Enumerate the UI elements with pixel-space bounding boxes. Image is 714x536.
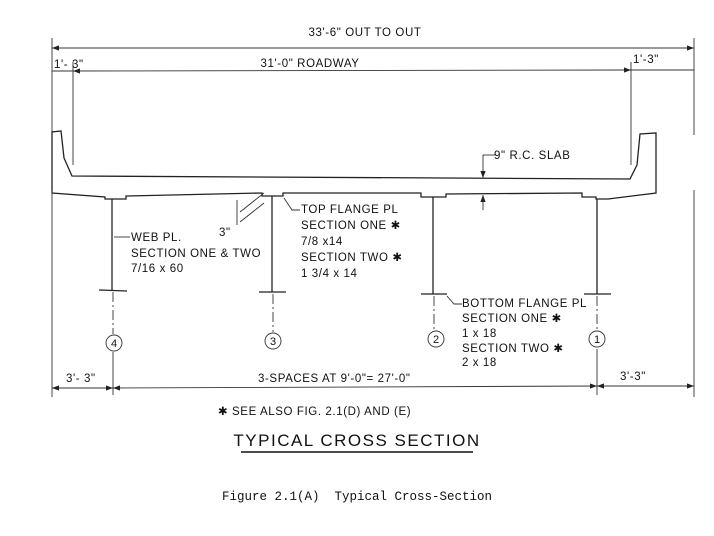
bottom-flange-note-line: SECTION ONE ✱ — [462, 313, 562, 325]
curb-right-label: 1'-3" — [633, 54, 659, 66]
top-flange-note-line: TOP FLANGE PL — [301, 204, 399, 216]
top-flange-note: TOP FLANGE PL SECTION ONE ✱ 7/8 x14 SECT… — [283, 197, 403, 280]
roadway-dimension: 31'-0" ROADWAY 1'- 3" 1'-3" — [52, 54, 694, 165]
spacing-label: 3-SPACES AT 9'-0"= 27'-0" — [258, 373, 411, 385]
deck-slab — [51, 130, 657, 200]
girder-marker-2 — [427, 330, 445, 348]
girder-marker-4 — [105, 334, 123, 352]
bottom-flange-note-line: 1 x 18 — [462, 328, 497, 340]
haunch-dimension: 3" — [219, 192, 265, 239]
girder-number-3: 3 — [270, 336, 276, 348]
girder-marker-3 — [264, 332, 282, 350]
girder-marker-1 — [588, 330, 606, 348]
drawing-title: TYPICAL CROSS SECTION — [233, 431, 480, 450]
bottom-flange-note-line: 2 x 18 — [462, 357, 497, 369]
top-flange-note-line: SECTION ONE ✱ — [301, 220, 401, 232]
overhang-right-label: 3'-3" — [620, 371, 646, 383]
curb-left-label: 1'- 3" — [54, 59, 84, 71]
bottom-flange-note: BOTTOM FLANGE PL SECTION ONE ✱ 1 x 18 SE… — [446, 295, 587, 369]
girder-3: 3 — [259, 196, 286, 350]
top-flange-note-line: 1 3/4 x 14 — [301, 268, 358, 280]
web-note-line: SECTION ONE & TWO — [131, 248, 261, 260]
girder-spacing-dimension: 3'- 3" 3-SPACES AT 9'-0"= 27'-0" 3'-3" — [51, 190, 695, 397]
girder-2: 2 — [421, 197, 447, 348]
top-flange-note-line: SECTION TWO ✱ — [301, 252, 403, 264]
slab-label: 9" R.C. SLAB — [494, 150, 570, 162]
out-to-out-dimension: 33'-6" OUT TO OUT — [51, 27, 695, 135]
web-note-line: 7/16 x 60 — [131, 263, 184, 275]
roadway-label: 31'-0" ROADWAY — [260, 58, 359, 70]
girder-number-1: 1 — [594, 334, 600, 346]
girder-number-4: 4 — [111, 338, 117, 350]
girder-1: 1 — [584, 199, 611, 395]
figure-caption: Figure 2.1(A) Typical Cross-Section — [222, 490, 492, 504]
out-to-out-label: 33'-6" OUT TO OUT — [309, 27, 422, 39]
overhang-left-label: 3'- 3" — [66, 373, 96, 385]
girder-4: 4 — [98, 199, 128, 395]
web-note-line: WEB PL. — [131, 232, 182, 244]
bottom-flange-note-line: SECTION TWO ✱ — [462, 343, 564, 355]
bottom-flange-note-line: BOTTOM FLANGE PL — [462, 298, 587, 310]
web-plate-note: WEB PL. SECTION ONE & TWO 7/16 x 60 — [114, 232, 261, 275]
girder-number-2: 2 — [433, 334, 439, 346]
see-also-note: ✱ SEE ALSO FIG. 2.1(D) AND (E) — [218, 406, 411, 418]
top-flange-note-line: 7/8 x14 — [301, 236, 343, 248]
haunch-label: 3" — [219, 227, 231, 239]
slab-note: 9" R.C. SLAB — [480, 150, 570, 210]
